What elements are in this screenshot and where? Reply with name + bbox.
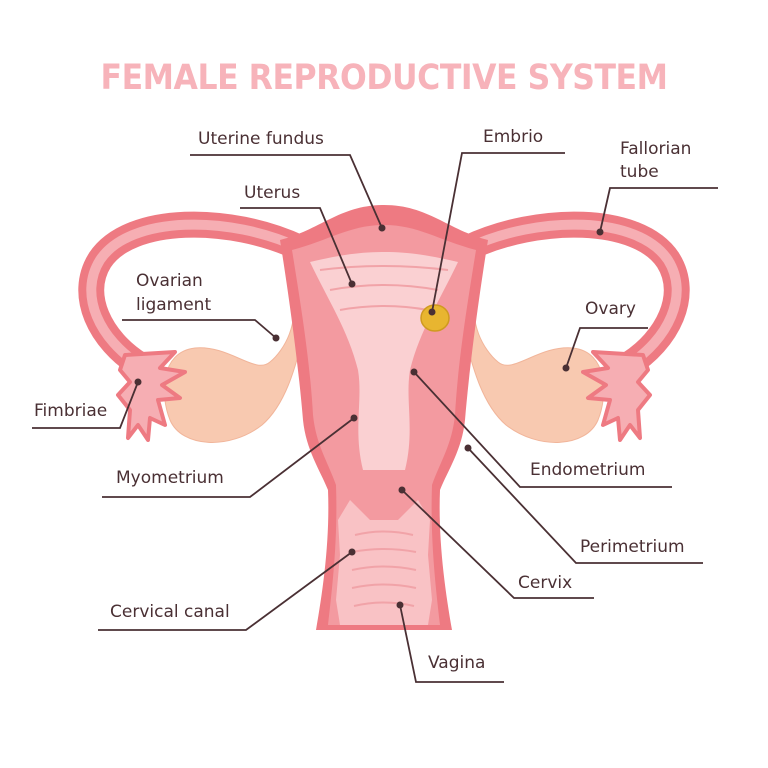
right-fallopian-tube	[455, 211, 690, 385]
leader-dots	[134, 224, 604, 609]
label-ovary: Ovary	[585, 299, 636, 319]
left-fallopian-tube	[78, 211, 313, 385]
diagram-title: FEMALE REPRODUCTIVE SYSTEM	[100, 58, 668, 98]
label-vagina: Vagina	[428, 653, 486, 673]
left-fimbriae	[116, 350, 187, 442]
embryo	[420, 304, 450, 332]
label-fallorian-tube-line2: tube	[620, 162, 659, 182]
label-perimetrium: Perimetrium	[580, 537, 685, 557]
label-myometrium: Myometrium	[116, 468, 224, 488]
label-fallorian-tube-line1: Fallorian	[620, 139, 692, 159]
leader-lines	[32, 152, 718, 683]
right-fimbriae	[581, 350, 652, 442]
label-endometrium: Endometrium	[530, 460, 646, 480]
label-fimbriae: Fimbriae	[34, 401, 108, 421]
label-cervix: Cervix	[518, 573, 573, 593]
label-ovarian-ligament-line2: ligament	[136, 295, 212, 315]
label-cervical-canal: Cervical canal	[110, 602, 230, 622]
label-uterine-fundus: Uterine fundus	[198, 129, 324, 149]
label-embrio: Embrio	[483, 127, 544, 147]
label-ovarian-ligament-line1: Ovarian	[136, 271, 203, 291]
label-uterus: Uterus	[244, 183, 301, 203]
